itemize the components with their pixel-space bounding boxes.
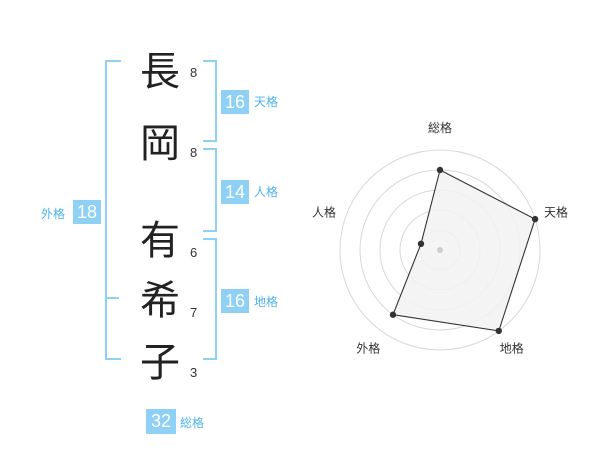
gaikaku-value: 18: [73, 200, 101, 224]
radar-point-4: [389, 311, 397, 318]
stroke-count-5: 3: [190, 365, 198, 380]
tenkaku-value: 16: [221, 90, 249, 114]
radar-grid-ring-4: [359, 169, 521, 331]
radar-grid-ring-3: [379, 189, 501, 311]
name-char-3: 有: [140, 218, 180, 264]
radar-axis-label-1: 総格: [428, 120, 452, 135]
gaikaku-bracket: [105, 60, 121, 360]
radar-grid-ring-2: [399, 209, 481, 291]
radar-point-3: [495, 327, 502, 335]
chikaku-value: 16: [221, 289, 249, 313]
jinkaku-bracket: [203, 148, 217, 232]
gaikaku-label: 外格: [41, 207, 66, 221]
radar-grid-ring-1: [419, 229, 461, 271]
name-char-2: 岡: [140, 121, 180, 167]
soukaku-value: 32: [146, 409, 176, 434]
radar-axis-label-4: 外格: [356, 341, 380, 356]
radar-center-dot: [437, 247, 443, 253]
name-char-1: 長: [140, 49, 180, 95]
jinkaku-value: 14: [221, 180, 249, 204]
soukaku-label: 総格: [180, 416, 205, 430]
name-char-5: 子: [140, 340, 180, 386]
stroke-count-1: 8: [190, 65, 198, 80]
gaikaku-bracket-tick: [105, 297, 119, 299]
radar-data-polygon: [392, 169, 536, 332]
radar-point-5: [417, 240, 425, 248]
radar-axis-label-2: 天格: [544, 204, 568, 219]
radar-point-2: [531, 215, 539, 223]
radar-axis-label-3: 地格: [500, 341, 524, 356]
chikaku-bracket: [203, 238, 217, 360]
radar-axis-label-5: 人格: [312, 204, 336, 219]
tenkaku-bracket: [203, 60, 217, 142]
tenkaku-label: 天格: [254, 95, 279, 109]
radar-point-1: [436, 166, 444, 174]
stroke-count-2: 8: [190, 145, 198, 160]
jinkaku-label: 人格: [254, 185, 279, 199]
name-char-4: 希: [140, 278, 180, 324]
chikaku-label: 地格: [254, 295, 279, 309]
stroke-count-4: 7: [190, 305, 198, 320]
stroke-count-3: 6: [190, 245, 198, 260]
radar-grid-ring-5: [339, 149, 541, 351]
